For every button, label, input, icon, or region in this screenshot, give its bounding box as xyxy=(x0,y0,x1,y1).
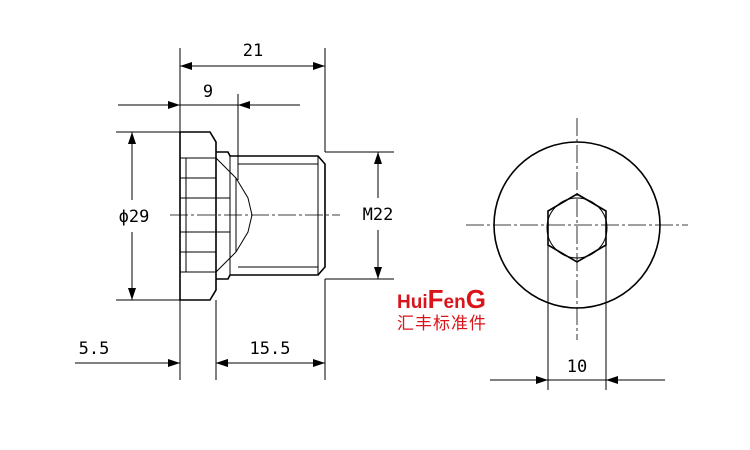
logo-part2: en xyxy=(443,292,466,313)
end-view xyxy=(466,118,688,390)
side-view xyxy=(170,131,340,301)
logo-part1: Hui xyxy=(397,292,428,313)
overall-length-label: 21 xyxy=(243,41,263,61)
dim-head-length: 9 xyxy=(118,82,300,109)
dim-head-diameter: ϕ29 xyxy=(119,132,150,300)
thread-length-label: 15.5 xyxy=(250,339,291,359)
hex-socket-label: 10 xyxy=(567,357,587,377)
head-diameter-label: ϕ29 xyxy=(119,207,150,227)
extension-lines xyxy=(116,48,394,380)
logo-wordmark: HuiFenG xyxy=(397,286,487,313)
dim-thread-size: M22 xyxy=(363,152,394,279)
logo-big-g: G xyxy=(465,284,486,314)
dim-overall-length: 21 xyxy=(180,41,325,70)
plug-thread-body xyxy=(216,151,326,280)
plug-head-outline xyxy=(179,131,217,301)
dim-thread-length: 15.5 xyxy=(216,339,325,367)
thread-size-label: M22 xyxy=(363,205,394,225)
brand-logo: HuiFenG 汇丰标准件 xyxy=(397,286,487,335)
dim-hex-socket: 10 xyxy=(490,357,665,384)
logo-chinese: 汇丰标准件 xyxy=(397,314,487,334)
head-length-label: 9 xyxy=(203,82,213,102)
head-height-label: 5.5 xyxy=(79,339,110,359)
dim-head-height: 5.5 xyxy=(75,339,232,367)
logo-big-f: F xyxy=(427,284,444,314)
